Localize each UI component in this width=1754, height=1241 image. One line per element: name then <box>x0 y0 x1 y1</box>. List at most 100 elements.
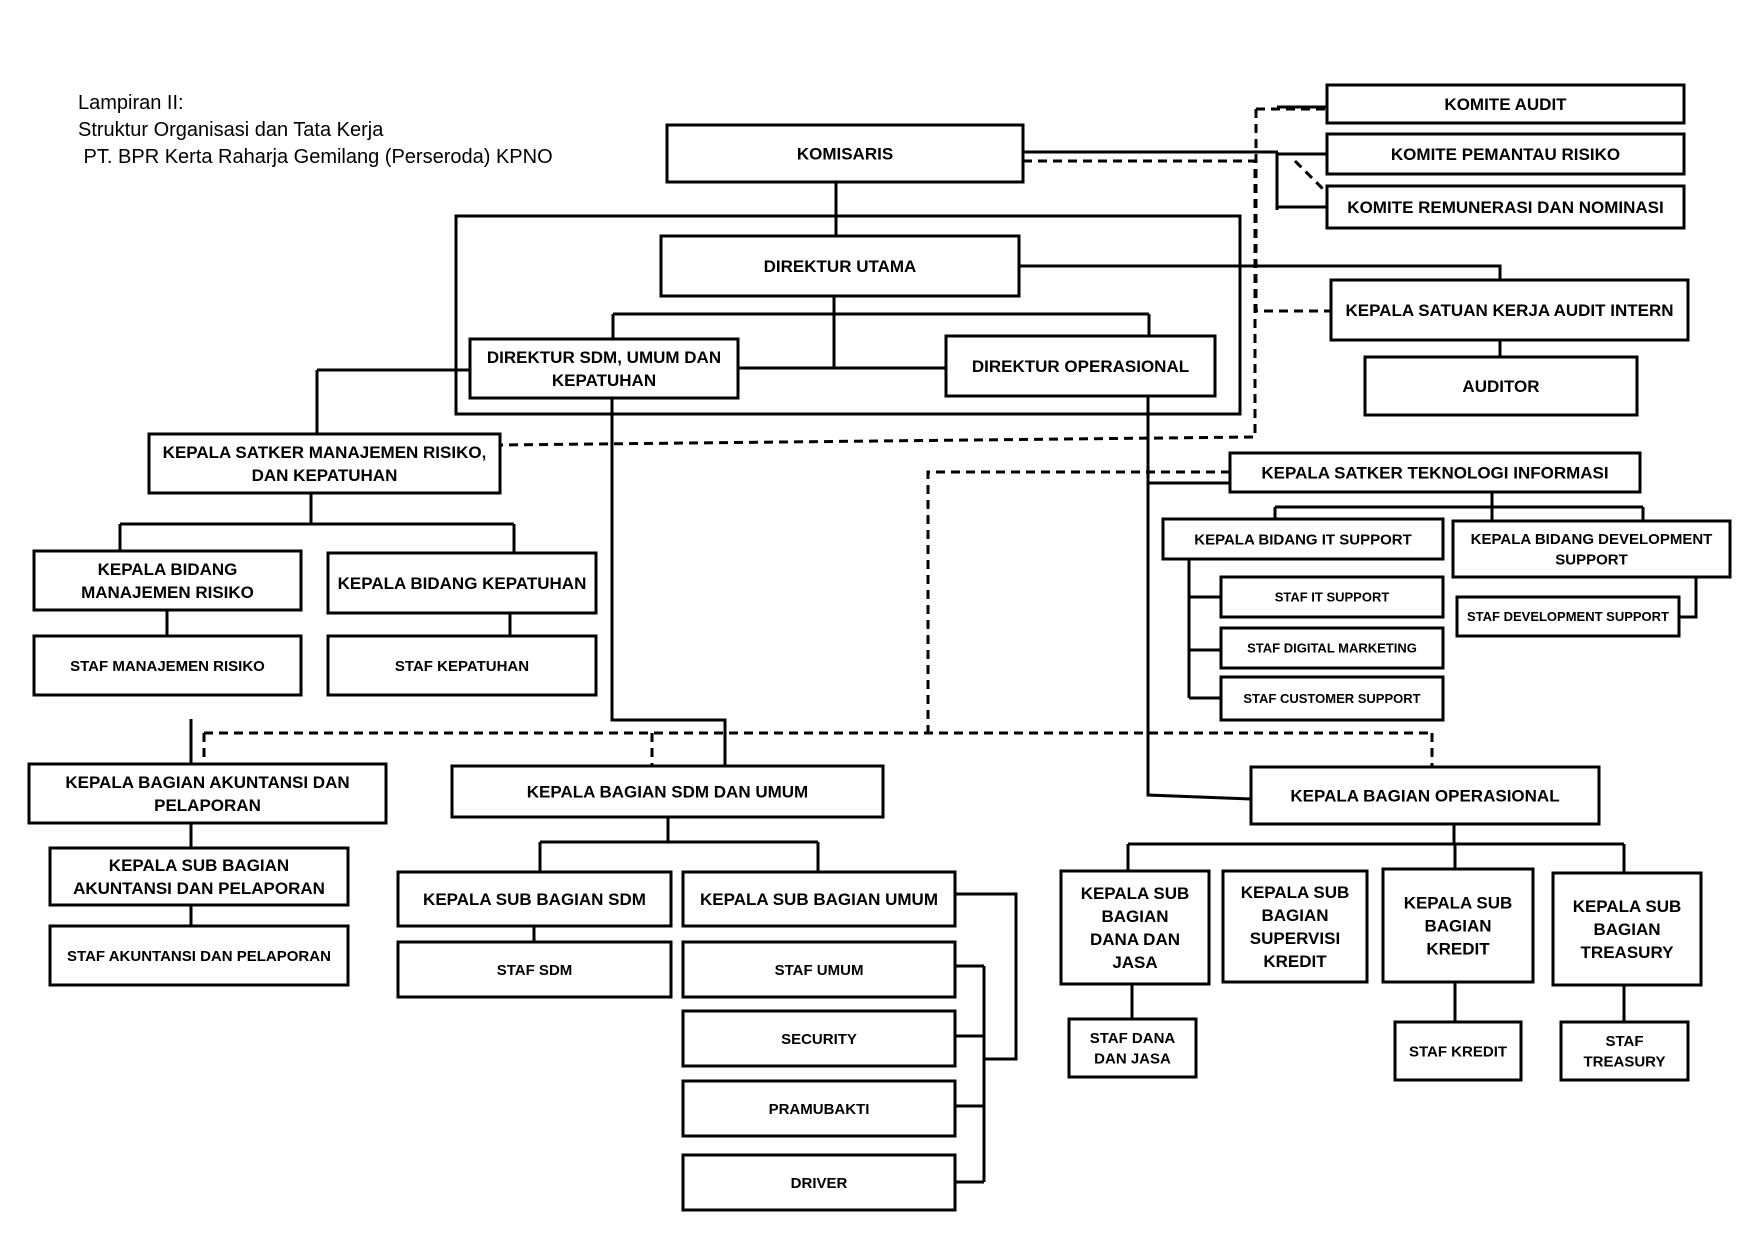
unit-label: STAF DIGITAL MARKETING <box>1247 641 1417 656</box>
unit-box <box>1329 278 1690 342</box>
unit-box <box>1363 355 1639 417</box>
unit-kepala-sub-sdm: KEPALA SUB BAGIAN SDM <box>396 870 673 928</box>
unit-box <box>32 549 303 612</box>
unit-label: KEPALA SUB BAGIAN SDM <box>423 890 646 909</box>
unit-label: KEPALA BIDANG <box>98 560 238 579</box>
unit-box <box>48 924 350 987</box>
unit-staf-dana: STAF DANA DAN JASA <box>1067 1017 1198 1079</box>
unit-label: KEPALA BIDANG DEVELOPMENT <box>1471 531 1713 548</box>
unit-staf-customer-support: STAF CUSTOMER SUPPORT <box>1219 675 1445 722</box>
unit-box <box>468 337 740 400</box>
unit-box <box>1393 1020 1523 1082</box>
header-line-3: PT. BPR Kerta Raharja Gemilang (Perserod… <box>78 146 553 168</box>
unit-label: DAN JASA <box>1094 1050 1171 1067</box>
unit-label: KEPALA BIDANG KEPATUHAN <box>338 574 587 593</box>
unit-label: KEPALA SUB <box>1241 883 1350 902</box>
unit-label: DIREKTUR SDM, UMUM DAN <box>487 348 721 367</box>
unit-box <box>659 234 1021 298</box>
unit-box <box>681 1079 957 1138</box>
dashed-connector <box>499 159 1257 447</box>
unit-box <box>944 334 1217 398</box>
unit-kepala-skai: KEPALA SATUAN KERJA AUDIT INTERN <box>1329 278 1690 342</box>
unit-komite-audit: KOMITE AUDIT <box>1325 83 1686 125</box>
unit-kepala-bagian-akuntansi: KEPALA BAGIAN AKUNTANSI DAN PELAPORAN <box>27 762 388 825</box>
unit-box <box>665 123 1025 184</box>
unit-kepala-sub-umum: KEPALA SUB BAGIAN UMUM <box>681 870 957 928</box>
unit-label: KREDIT <box>1263 952 1327 971</box>
unit-label: TREASURY <box>1581 943 1675 962</box>
unit-box <box>681 1009 957 1068</box>
unit-direktur-operasional: DIREKTUR OPERASIONAL <box>944 334 1217 398</box>
unit-box <box>681 1153 957 1212</box>
unit-label: KOMITE AUDIT <box>1444 95 1567 114</box>
unit-kepala-bagian-sdm-umum: KEPALA BAGIAN SDM DAN UMUM <box>450 764 885 819</box>
unit-box <box>27 762 388 825</box>
solid-connector <box>1019 264 1502 280</box>
unit-box <box>1325 184 1686 230</box>
unit-box <box>396 940 673 999</box>
unit-label: STAF IT SUPPORT <box>1275 590 1390 605</box>
dashed-connector <box>1254 109 1331 313</box>
solid-connector <box>1146 396 1252 801</box>
header-line-2: Struktur Organisasi dan Tata Kerja <box>78 119 384 141</box>
unit-label: KOMITE PEMANTAU RISIKO <box>1391 145 1620 164</box>
unit-label: STAF DANA <box>1090 1030 1176 1047</box>
unit-label: BAGIAN <box>1424 916 1491 935</box>
unit-label: AKUNTANSI DAN PELAPORAN <box>73 879 325 898</box>
unit-kepala-satker-mr: KEPALA SATKER MANAJEMEN RISIKO,DAN KEPAT… <box>147 432 502 495</box>
unit-box <box>450 764 885 819</box>
unit-box <box>147 432 502 495</box>
unit-box <box>1325 83 1686 125</box>
unit-label: STAF KEPATUHAN <box>395 658 529 675</box>
unit-box <box>396 870 673 928</box>
unit-box <box>1067 1017 1198 1079</box>
unit-box <box>1551 871 1703 987</box>
dashed-connector <box>926 470 1230 733</box>
unit-box <box>1219 626 1445 670</box>
unit-label: SECURITY <box>781 1031 857 1048</box>
unit-box <box>1381 867 1535 984</box>
header-line-1: Lampiran II: <box>78 92 184 114</box>
unit-box <box>1059 869 1211 986</box>
unit-kepala-bidang-it-support: KEPALA BIDANG IT SUPPORT <box>1161 517 1445 561</box>
unit-direktur-utama: DIREKTUR UTAMA <box>659 234 1021 298</box>
unit-pramubakti: PRAMUBAKTI <box>681 1079 957 1138</box>
unit-label: KREDIT <box>1426 939 1490 958</box>
unit-staf-mr: STAF MANAJEMEN RISIKO <box>32 634 303 697</box>
unit-staf-kredit: STAF KREDIT <box>1393 1020 1523 1082</box>
unit-label: KEPALA BAGIAN SDM DAN UMUM <box>527 782 808 801</box>
unit-kepala-sub-akuntansi: KEPALA SUB BAGIAN AKUNTANSI DAN PELAPORAN <box>48 846 350 907</box>
unit-label: KEPALA SUB <box>1404 894 1513 913</box>
unit-label: BAGIAN <box>1593 920 1660 939</box>
unit-label: STAF DEVELOPMENT SUPPORT <box>1467 609 1669 624</box>
unit-box <box>32 634 303 697</box>
unit-label: KEPALA SUB BAGIAN <box>109 856 289 875</box>
unit-box <box>48 846 350 907</box>
solid-connector <box>610 398 727 766</box>
unit-label: KEPALA SUB <box>1081 884 1190 903</box>
unit-box <box>1228 451 1642 494</box>
unit-label: KEPALA SATUAN KERJA AUDIT INTERN <box>1345 301 1673 320</box>
unit-label: KEPALA BAGIAN OPERASIONAL <box>1290 786 1559 805</box>
unit-label: KEPALA BAGIAN AKUNTANSI DAN <box>65 773 349 792</box>
org-chart-frames <box>454 214 1242 416</box>
unit-staf-umum: STAF UMUM <box>681 940 957 999</box>
unit-label: DAN KEPATUHAN <box>252 466 398 485</box>
unit-label: DANA DAN <box>1090 930 1180 949</box>
unit-label: KOMITE REMUNERASI DAN NOMINASI <box>1347 198 1663 217</box>
unit-label: PELAPORAN <box>154 796 261 815</box>
unit-security: SECURITY <box>681 1009 957 1068</box>
unit-kepala-sub-kredit: KEPALA SUB BAGIAN KREDIT <box>1381 867 1535 984</box>
unit-komite-pemantau-risiko: KOMITE PEMANTAU RISIKO <box>1325 132 1686 176</box>
unit-auditor: AUDITOR <box>1363 355 1639 417</box>
unit-label: TREASURY <box>1584 1053 1666 1070</box>
unit-box <box>1219 675 1445 722</box>
